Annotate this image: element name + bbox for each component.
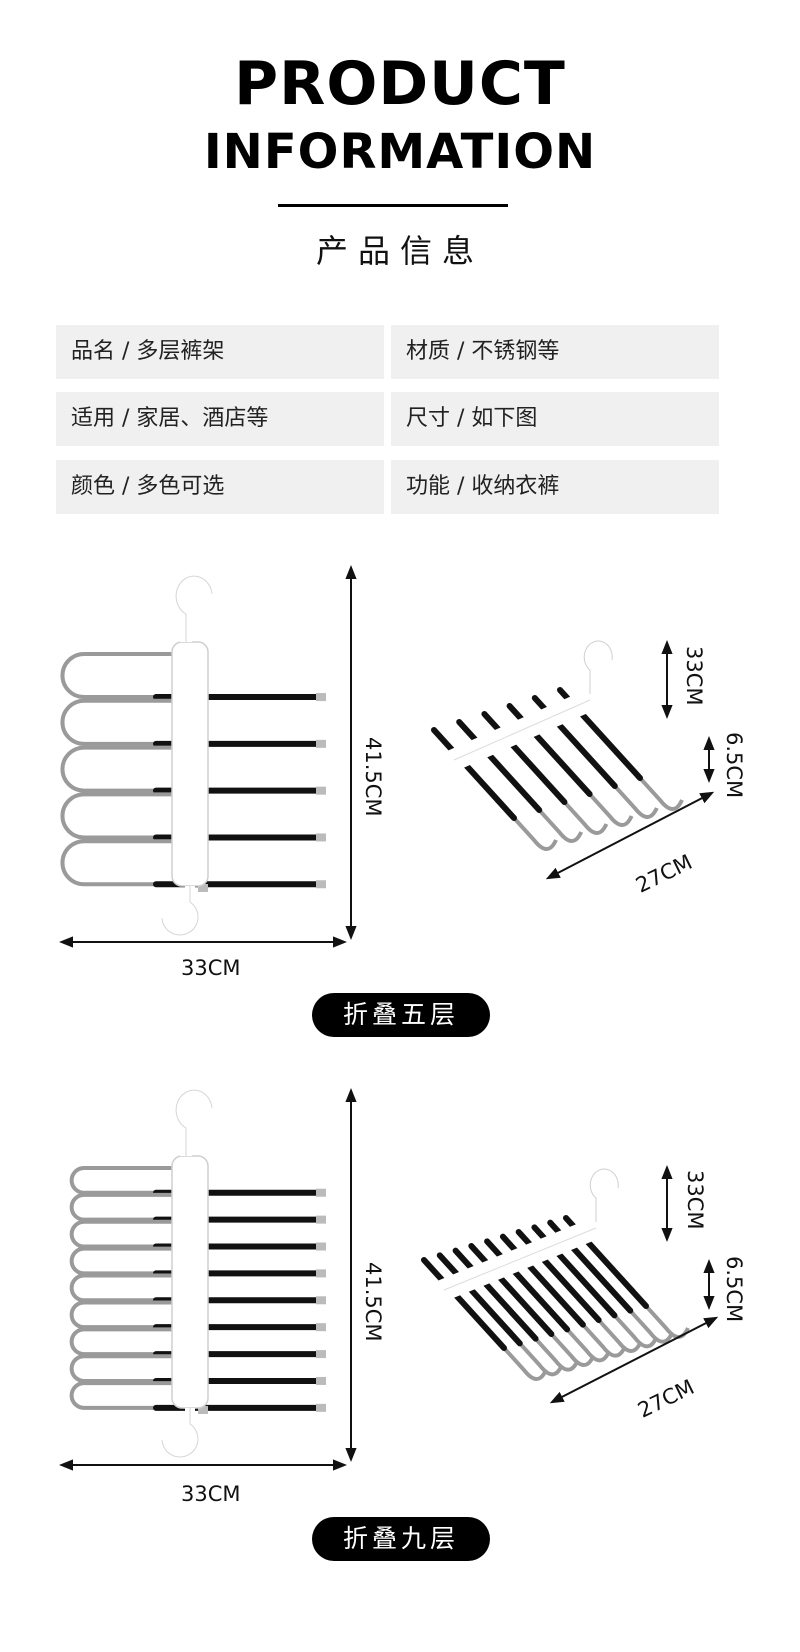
- hanger-rod: [69, 1354, 314, 1383]
- folded-hook: [579, 636, 617, 694]
- hanger-five-front: [60, 570, 326, 940]
- width-label-nine: 33CM: [181, 1482, 241, 1506]
- folded-height-label: 33CM: [682, 646, 706, 706]
- thickness-label: 6.5CM: [722, 732, 746, 799]
- rod-end-cap: [316, 1376, 326, 1385]
- title-product: PRODUCT: [234, 49, 566, 119]
- rod-end-cap: [316, 833, 326, 842]
- rod-end-cap: [316, 1215, 326, 1224]
- bottom-hook: [157, 886, 203, 940]
- width-label: 33CM: [181, 956, 241, 980]
- depth-arrow-nine: [549, 1316, 719, 1404]
- folded-rod: [422, 1258, 548, 1381]
- folded-foam: [421, 1257, 507, 1351]
- hanger-rod: [69, 1381, 314, 1410]
- spec-usage: 适用 / 家居、酒店等: [56, 392, 384, 446]
- hanger-rod: [69, 1246, 314, 1276]
- depth-arrow: [545, 791, 715, 880]
- title-information: INFORMATION: [203, 124, 597, 180]
- five-layer-badge: 折叠五层: [312, 993, 490, 1037]
- rod-end-cap: [316, 693, 326, 702]
- page-subtitle: 产品信息: [315, 232, 484, 270]
- rod-end-cap: [198, 1406, 208, 1414]
- folded-foam: [481, 711, 568, 805]
- hanger-rod: [60, 839, 314, 887]
- hanger-rod: [69, 1192, 314, 1222]
- nine-layer-badge: 折叠九层: [312, 1517, 490, 1561]
- rod-end-cap: [316, 1269, 326, 1278]
- rod-end-cap: [316, 1242, 326, 1251]
- top-hook: [170, 1084, 218, 1156]
- spec-function: 功能 / 收纳衣裤: [391, 460, 719, 514]
- thickness-label-nine: 6.5CM: [722, 1256, 746, 1323]
- rod-end-cap: [316, 1403, 326, 1412]
- hanger-rod: [60, 792, 314, 840]
- hanger-rod: [69, 1273, 314, 1303]
- hanger-five-folded: [431, 636, 684, 851]
- top-hook: [170, 570, 218, 642]
- folded-height-label-nine: 33CM: [683, 1170, 707, 1230]
- folded-foam: [452, 1247, 539, 1342]
- rod-end-cap: [316, 739, 326, 748]
- rod-end-cap: [316, 1323, 326, 1332]
- hanger-rod: [69, 1300, 314, 1330]
- folded-hook-outline: [589, 1168, 619, 1222]
- spec-name: 品名 / 多层裤架: [56, 325, 384, 379]
- height-label: 41.5CM: [361, 737, 385, 817]
- hanger-nine-folded: [421, 1164, 690, 1381]
- top-hook-outline: [175, 1089, 213, 1156]
- rod-end-cap: [198, 884, 208, 892]
- folded-hook-outline: [583, 640, 613, 694]
- folded-foam: [436, 1252, 523, 1347]
- hanger-rod: [60, 652, 314, 700]
- folded-foam: [456, 719, 543, 813]
- plastic-strip: [171, 1155, 209, 1409]
- folded-foam: [468, 1243, 555, 1337]
- folded-plastic-outline: [453, 699, 591, 761]
- folded-foam: [431, 727, 517, 821]
- hanger-rod: [69, 1166, 314, 1195]
- plastic-strip: [171, 641, 209, 887]
- hanger-rod: [60, 745, 314, 793]
- folded-hook: [585, 1164, 623, 1222]
- folded-plastic-outline: [443, 1227, 597, 1291]
- title-underline: [278, 204, 508, 207]
- hanger-rod: [69, 1219, 314, 1249]
- spec-material: 材质 / 不锈钢等: [391, 325, 719, 379]
- rod-end-cap: [316, 786, 326, 795]
- rod-end-cap: [316, 1188, 326, 1197]
- top-hook-outline: [175, 575, 213, 642]
- hanger-rod: [60, 698, 314, 746]
- hanger-nine-front: [69, 1084, 326, 1462]
- height-label-nine: 41.5CM: [361, 1262, 385, 1342]
- bottom-hook-outline: [161, 886, 199, 936]
- bottom-hook-outline: [161, 1408, 199, 1458]
- spec-size: 尺寸 / 如下图: [391, 392, 719, 446]
- rod-end-cap: [316, 1350, 326, 1359]
- spec-color: 颜色 / 多色可选: [56, 460, 384, 514]
- rod-end-cap: [316, 1296, 326, 1305]
- rod-end-cap: [316, 880, 326, 889]
- hanger-rod: [69, 1327, 314, 1357]
- bottom-hook: [157, 1408, 203, 1462]
